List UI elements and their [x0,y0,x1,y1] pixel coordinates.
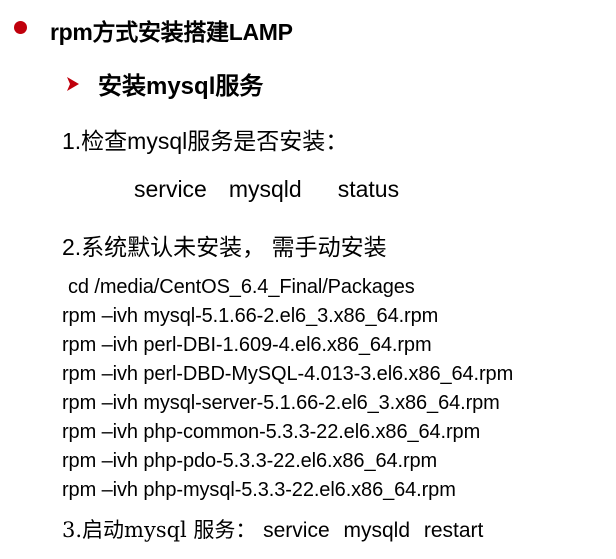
status-command-part: mysqld [228,176,302,202]
command-line: rpm –ivh perl-DBI-1.609-4.el6.x86_64.rpm [62,334,432,356]
command-line: rpm –ivh php-pdo-5.3.3-22.el6.x86_64.rpm [62,450,438,472]
command-line: rpm –ivh php-common-5.3.3-22.el6.x86_64.… [62,421,481,443]
step-2-text: 2.系统默认未安装， 需手动安装 [62,234,387,260]
step-3-label: 3.启动mysql 服务： [62,518,257,542]
command-line: rpm –ivh mysql-5.1.66-2.el6_3.x86_64.rpm [62,305,439,327]
status-command-part: service [134,176,207,202]
command-line: cd /media/CentOS_6.4_Final/Packages [68,276,415,298]
section-heading: 安装mysql服务 [98,73,264,100]
step-1-text: 1.检查mysql服务是否安装： [62,128,349,154]
step-3-text: 3.启动mysql 服务： service mysqld restart [62,514,483,544]
restart-command: service mysqld restart [263,519,484,542]
slide-title: rpm方式安装搭建LAMP [50,19,293,45]
command-line: rpm –ivh perl-DBD-MySQL-4.013-3.el6.x86_… [62,363,514,385]
command-line: rpm –ivh mysql-server-5.1.66-2.el6_3.x86… [62,392,500,414]
command-line: rpm –ivh php-mysql-5.3.3-22.el6.x86_64.r… [62,479,456,501]
status-command: service mysqld status [134,176,399,203]
arrowhead-right-icon [67,77,79,91]
filled-circle-icon [14,21,27,34]
command-list: cd /media/CentOS_6.4_Final/Packages rpm … [62,273,513,505]
status-command-part: status [337,176,400,202]
